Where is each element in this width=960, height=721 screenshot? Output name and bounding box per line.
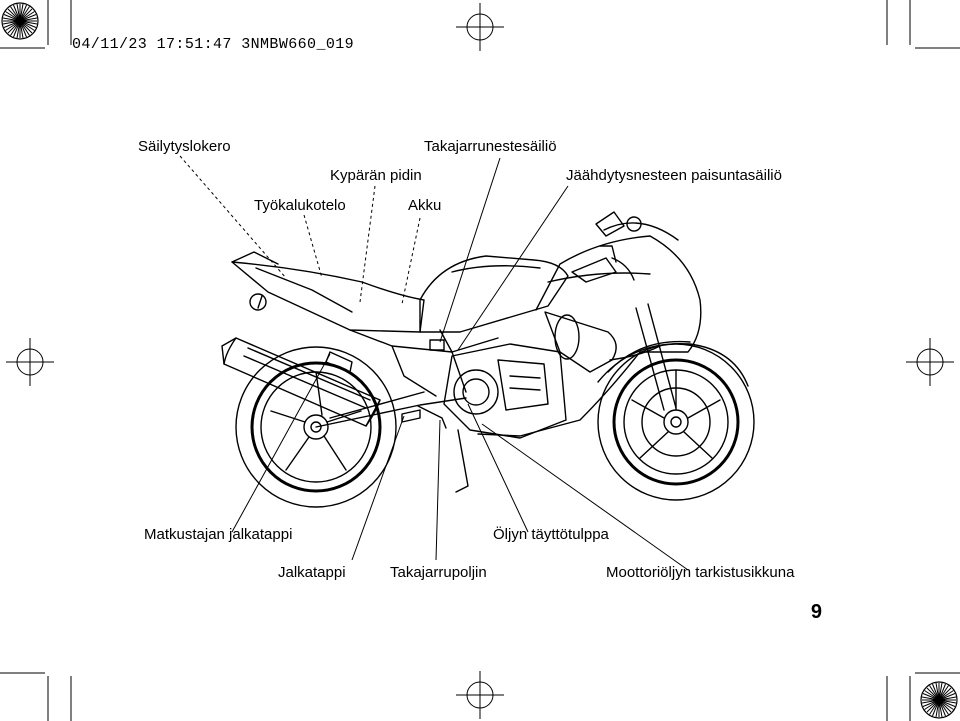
label-rear-brake-reservoir: Takajarrunestesäiliö <box>424 138 557 155</box>
label-rear-brake-pedal: Takajarrupoljin <box>390 564 487 581</box>
label-battery: Akku <box>408 197 442 214</box>
front-wheel <box>597 343 755 501</box>
label-footpeg: Jalkatappi <box>278 564 346 581</box>
crosshair-top <box>455 2 505 52</box>
crosshair-right <box>905 337 955 387</box>
starburst-mark-top-left <box>1 2 39 40</box>
label-oil-filler-cap: Öljyn täyttötulppa <box>493 526 609 543</box>
callout-leaders <box>179 155 689 571</box>
label-helmet-holder: Kypärän pidin <box>330 167 422 184</box>
label-tool-compartment: Työkalukotelo <box>254 197 346 214</box>
crosshair-bottom <box>455 670 505 720</box>
page-number: 9 <box>810 601 822 623</box>
label-passenger-footpeg: Matkustajan jalkatappi <box>144 526 293 543</box>
motorcycle-illustration <box>221 211 755 508</box>
label-coolant-reserve-tank: Jäähdytysnesteen paisuntasäiliö <box>566 167 782 184</box>
rear-wheel <box>235 346 397 508</box>
crosshair-left <box>5 337 55 387</box>
starburst-mark-bottom-right <box>920 681 958 719</box>
label-oil-inspection-window: Moottoriöljyn tarkistusikkuna <box>606 564 795 581</box>
print-slug: 04/11/23 17:51:47 3NMBW660_019 <box>72 36 355 53</box>
label-storage-compartment: Säilytyslokero <box>138 138 231 155</box>
